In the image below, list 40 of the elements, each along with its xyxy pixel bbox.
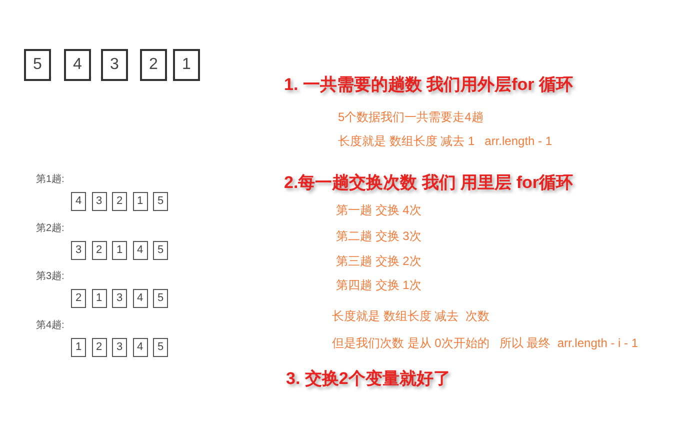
number-box: 5	[153, 241, 168, 260]
number-box: 3	[71, 241, 86, 260]
number-box: 3	[112, 338, 127, 357]
number-box: 2	[92, 338, 106, 357]
pass-label: 第3趟:	[36, 271, 64, 284]
number-box: 1	[92, 289, 106, 308]
number-box: 5	[24, 49, 51, 81]
number-box: 4	[71, 192, 86, 211]
note-text: 长度就是 数组长度 减去 1 arr.length - 1	[338, 134, 552, 149]
number-box: 5	[153, 338, 168, 357]
pass-label: 第2趟:	[36, 223, 64, 236]
number-box: 2	[112, 192, 127, 211]
number-box: 2	[92, 241, 106, 260]
step-heading: 3. 交换2个变量就好了	[286, 368, 450, 390]
number-box: 4	[132, 241, 148, 260]
note-text: 第一趟 交换 4次	[336, 203, 422, 218]
note-text: 5个数据我们一共需要走4趟	[338, 110, 484, 125]
pass-label: 第1趟:	[36, 174, 64, 186]
note-text: 但是我们次数 是从 0次开始的 所以 最终 arr.length - i - 1	[332, 336, 638, 351]
note-text: 第四趟 交换 1次	[336, 278, 422, 293]
number-box: 4	[132, 338, 148, 357]
number-box: 3	[92, 192, 106, 211]
number-box: 5	[153, 289, 168, 308]
number-box: 1	[132, 192, 148, 211]
note-text: 长度就是 数组长度 减去 次数	[332, 309, 490, 324]
number-box: 4	[132, 289, 148, 308]
note-text: 第二趟 交换 3次	[336, 229, 422, 244]
number-box: 1	[173, 49, 200, 81]
step-heading: 2.每一趟交换次数 我们 用里层 for循环	[284, 172, 574, 194]
note-text: 第三趟 交换 2次	[336, 254, 422, 269]
number-box: 3	[101, 49, 128, 81]
step-heading: 1. 一共需要的趟数 我们用外层for 循环	[284, 74, 574, 96]
pass-label: 第4趟:	[36, 320, 64, 332]
number-box: 1	[71, 338, 86, 357]
number-box: 3	[112, 289, 127, 308]
number-box: 2	[71, 289, 86, 308]
number-box: 1	[112, 241, 127, 260]
number-box: 2	[140, 49, 167, 81]
number-box: 5	[153, 192, 168, 211]
number-box: 4	[64, 49, 91, 81]
